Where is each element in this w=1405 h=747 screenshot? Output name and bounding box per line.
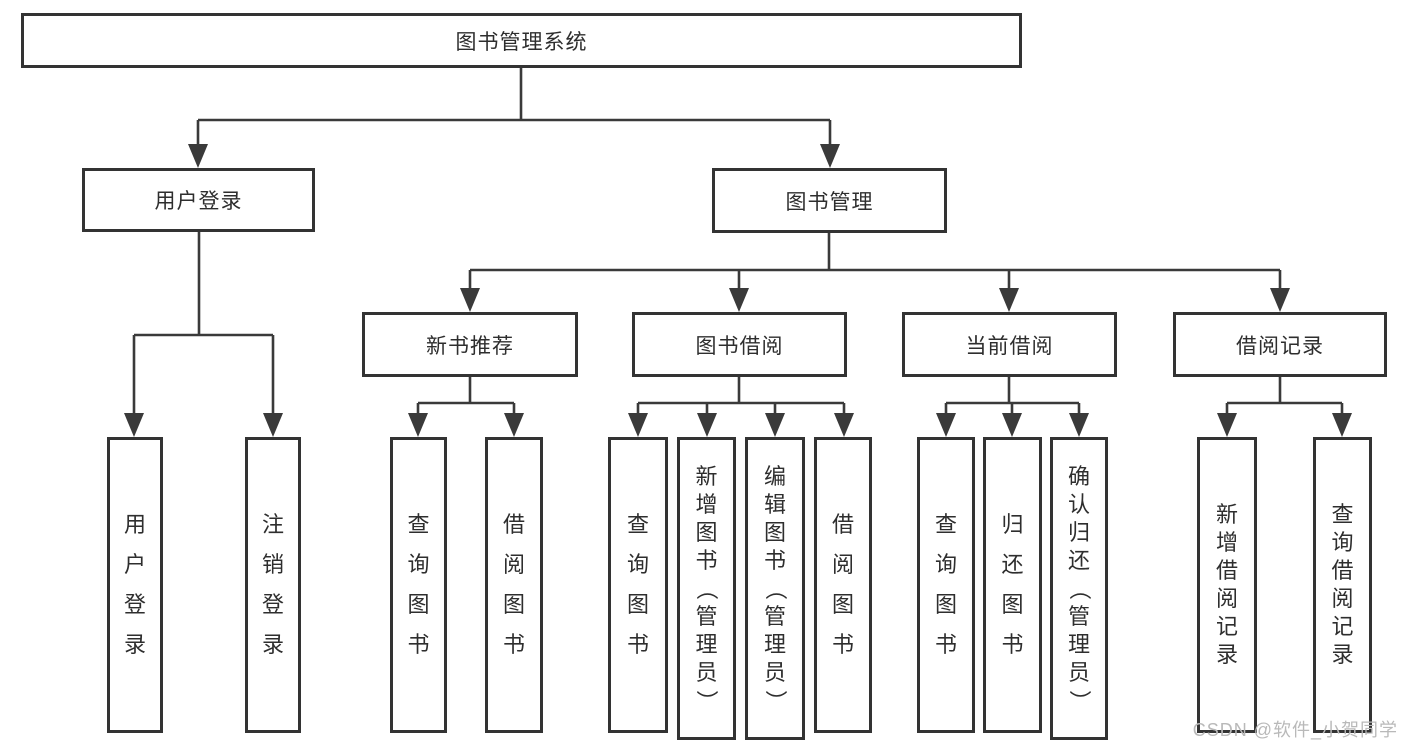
node-book-management: 图书管理: [712, 168, 947, 233]
csdn-watermark: CSDN @软件_小贺同学: [1192, 720, 1398, 740]
arrowhead-icon: [1217, 413, 1237, 437]
node-new-book-recommend: 新书推荐: [362, 312, 578, 377]
connector-current-borrowing: [944, 377, 1081, 415]
arrowhead-icon: [729, 288, 749, 312]
arrowhead-icon: [697, 413, 717, 437]
arrowhead-icon: [1002, 413, 1022, 437]
arrowhead-icon: [765, 413, 785, 437]
leaf-query-books-current: 查询图书: [917, 437, 975, 733]
connector-user-login: [132, 232, 275, 415]
leaf-add-books-admin: 新增图书（管理员）: [677, 437, 736, 740]
arrowhead-icon: [1332, 413, 1352, 437]
leaf-query-books-recommend: 查询图书: [390, 437, 447, 733]
node-borrowing-records: 借阅记录: [1173, 312, 1387, 377]
node-current-borrowing: 当前借阅: [902, 312, 1117, 377]
arrowhead-icon: [408, 413, 428, 437]
leaf-user-login: 用户登录: [107, 437, 163, 733]
connector-book-management: [468, 233, 1282, 290]
arrowhead-icon: [999, 288, 1019, 312]
leaf-add-borrow-record: 新增借阅记录: [1197, 437, 1257, 733]
connector-book-borrowing: [636, 377, 846, 415]
node-user-login: 用户登录: [82, 168, 315, 232]
arrowhead-icon: [460, 288, 480, 312]
connector-new-book-recommend: [416, 377, 516, 415]
leaf-confirm-return-admin: 确认归还（管理员）: [1050, 437, 1108, 740]
arrowhead-icon: [628, 413, 648, 437]
arrowhead-icon: [1270, 288, 1290, 312]
leaf-borrow-books-borrowing: 借阅图书: [814, 437, 872, 733]
arrowhead-icon: [188, 144, 208, 168]
leaf-logout-login: 注销登录: [245, 437, 301, 733]
leaf-query-borrow-record: 查询借阅记录: [1313, 437, 1372, 733]
arrowhead-icon: [124, 413, 144, 437]
leaf-borrow-books-recommend: 借阅图书: [485, 437, 543, 733]
arrowhead-icon: [504, 413, 524, 437]
leaf-query-books-borrowing: 查询图书: [608, 437, 668, 733]
arrowhead-icon: [820, 144, 840, 168]
arrowhead-icon: [1069, 413, 1089, 437]
leaf-edit-books-admin: 编辑图书（管理员）: [745, 437, 805, 740]
connector-root: [196, 68, 832, 146]
node-library-management-system: 图书管理系统: [21, 13, 1022, 68]
leaf-return-books: 归还图书: [983, 437, 1042, 733]
arrowhead-icon: [936, 413, 956, 437]
node-book-borrowing: 图书借阅: [632, 312, 847, 377]
connector-borrowing-records: [1225, 377, 1344, 415]
arrowhead-icon: [263, 413, 283, 437]
arrowhead-icon: [834, 413, 854, 437]
